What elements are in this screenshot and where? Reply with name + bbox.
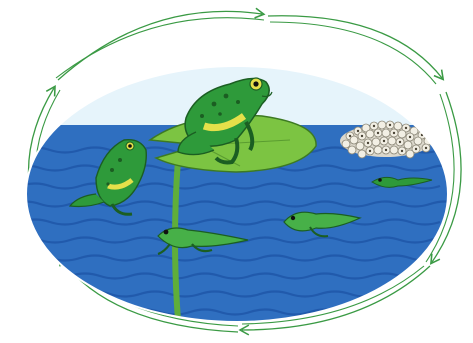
- cycle-arrow-top-right: [268, 16, 442, 78]
